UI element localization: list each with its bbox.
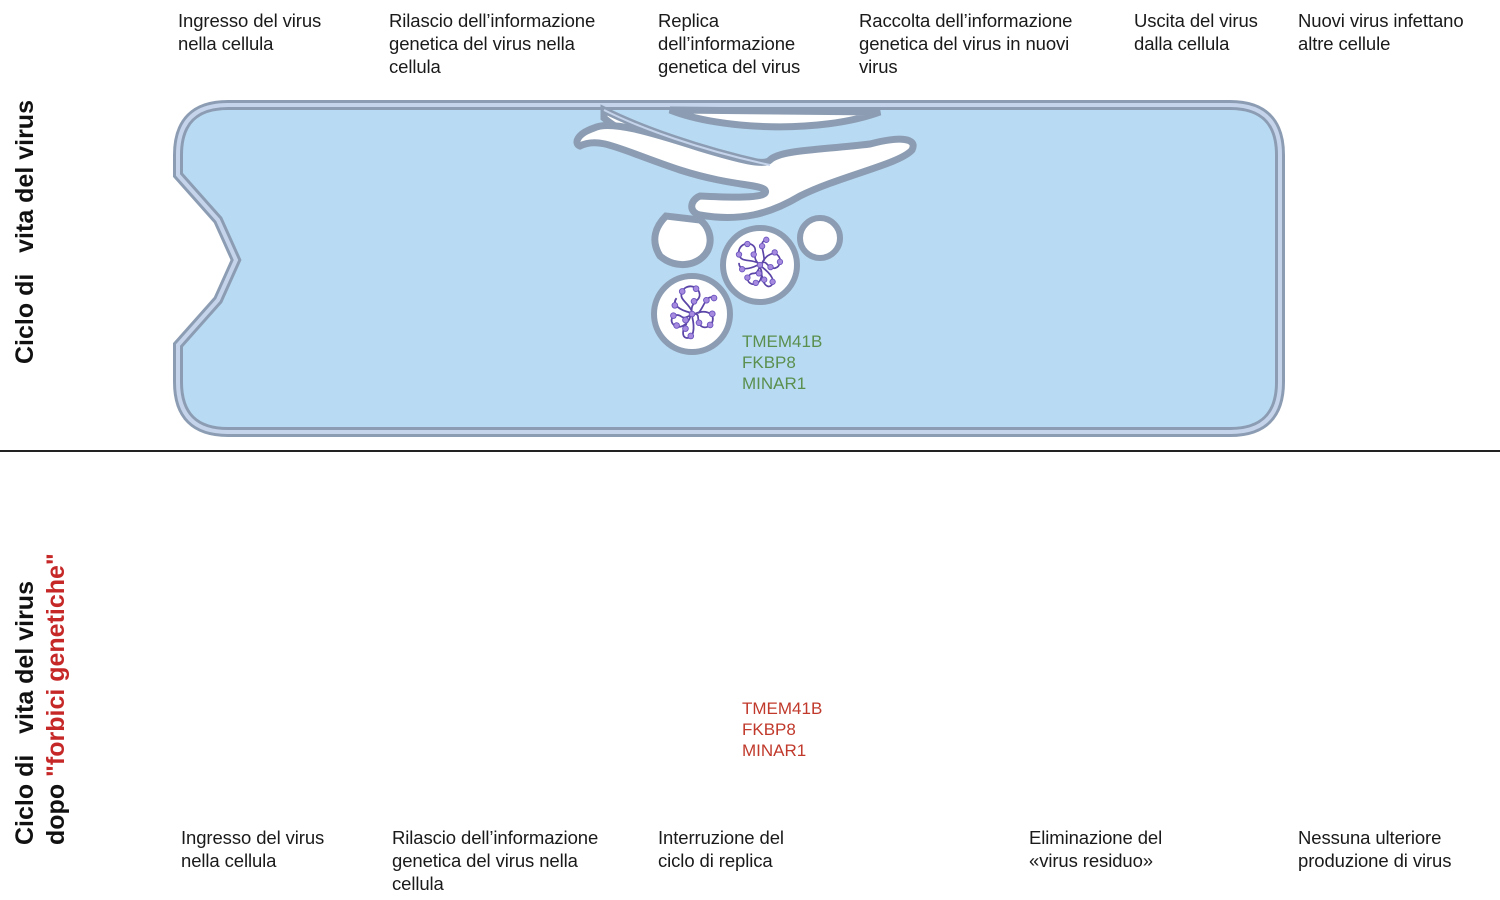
step-label-elimination: Eliminazione del «virus residuo» (1029, 827, 1163, 871)
replication-vesicle-2 (651, 273, 733, 355)
step-label-entry-bottom: Ingresso del virus nella cellula (181, 827, 325, 871)
gene-list-bottom: TMEM41B FKBP8 MINAR1 (742, 699, 823, 760)
golgi-icon (573, 104, 917, 268)
step-label-release: Rilascio dell’informazione genetica del … (389, 10, 596, 77)
step-label-replication: Replica dell’informazione genetica del v… (658, 10, 801, 77)
step-label-assembly: Raccolta dell’informazione genetica del … (859, 10, 1073, 77)
vesicle-icon (797, 215, 843, 261)
step-label-no-production: Nessuna ulteriore produzione di virus (1298, 827, 1452, 871)
step-label-interruption: Interruzione del ciclo di replica (658, 827, 784, 871)
step-label-release-bottom: Rilascio dell’informazione genetica del … (392, 827, 599, 894)
step-label-entry: Ingresso del virus nella cellula (178, 10, 322, 54)
panel-divider (0, 450, 1500, 452)
step-label-new-infection: Nuovi virus infettano altre cellule (1298, 10, 1464, 54)
replication-vesicle-1 (720, 225, 800, 305)
step-label-exit: Uscita del virus dalla cellula (1134, 10, 1258, 54)
gene-list-top: TMEM41B FKBP8 MINAR1 (742, 332, 823, 393)
